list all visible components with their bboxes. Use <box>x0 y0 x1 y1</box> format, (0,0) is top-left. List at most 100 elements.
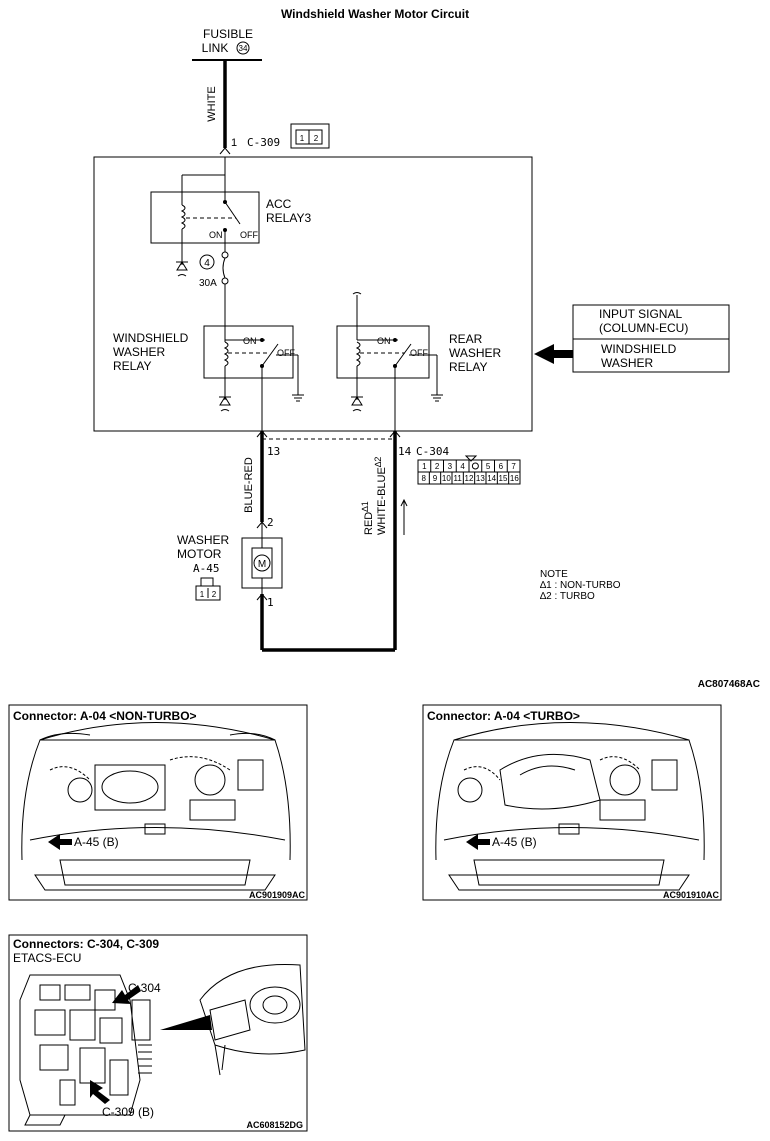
panel-etacs-c309: C-309 (B) <box>102 1105 154 1119</box>
input-signal-line-3: WINDSHIELD <box>601 342 677 356</box>
fuse-rating: 30A <box>199 278 217 289</box>
acc-relay-on: ON <box>209 230 223 240</box>
c304-cell: 10 <box>442 474 451 483</box>
ws-washer-relay-box <box>203 325 294 379</box>
c304-cell: 9 <box>433 474 438 483</box>
motor-icon <box>253 554 271 572</box>
c304-cell: 4 <box>460 462 465 471</box>
input-signal-line-1: INPUT SIGNAL <box>599 307 682 321</box>
c304-name: C-304 <box>416 445 449 458</box>
panel-turbo-code: AC901910AC <box>663 890 720 900</box>
a45-connector-icon <box>195 577 221 601</box>
c304-cell: 12 <box>465 474 474 483</box>
c304-arrow-icon <box>112 985 141 1004</box>
a45-arrow-icon-non-turbo <box>48 834 72 850</box>
input-signal-arrow-icon <box>534 344 573 364</box>
panel-etacs-subtitle: ETACS-ECU <box>13 951 81 965</box>
input-signal-line-2: (COLUMN-ECU) <box>599 321 688 335</box>
a45-arrow-icon-turbo <box>466 834 490 850</box>
c304-cell: 11 <box>454 474 463 483</box>
panel-etacs <box>8 934 308 1132</box>
fusible-link-number: 34 <box>239 44 248 53</box>
ws-relay-on: ON <box>243 336 257 346</box>
c304-pin-13: 13 <box>267 445 280 458</box>
acc-relay-box <box>150 191 260 244</box>
wire-blue-red-label: BLUE-RED <box>243 457 255 513</box>
fuse-number: 4 <box>204 258 210 269</box>
acc-relay-label-2: RELAY3 <box>266 211 311 225</box>
acc-relay-switch <box>224 201 241 225</box>
panel-non-turbo-label: A-45 (B) <box>74 835 119 849</box>
c304-cell: 7 <box>511 462 516 471</box>
acc-relay-off: OFF <box>240 230 258 240</box>
fusible-link-number-circle <box>236 41 250 55</box>
rear-relay-label-2: WASHER <box>449 346 502 360</box>
motor-pin-1: 1 <box>267 596 274 609</box>
svg-text:2: 2 <box>212 590 217 599</box>
note-line-2: ∆2 : TURBO <box>540 591 595 602</box>
c309-pin: 1 <box>231 137 237 149</box>
c304-cell: 1 <box>422 462 427 471</box>
c304-cell: 14 <box>487 474 496 483</box>
c304-cell: 3 <box>448 462 453 471</box>
panel-non-turbo-title: Connector: A-04 <NON-TURBO> <box>13 709 197 723</box>
c304-key-icon <box>471 462 479 470</box>
acc-relay-coil <box>180 204 186 230</box>
c304-cell: 2 <box>435 462 440 471</box>
c304-cell: 8 <box>421 474 426 483</box>
rear-relay-switch <box>394 343 412 367</box>
ws-relay-off: OFF <box>277 348 295 358</box>
svg-text:M: M <box>258 559 266 570</box>
acc-relay-label-1: ACC <box>266 197 292 211</box>
c304-cell: 5 <box>486 462 491 471</box>
input-signal-line-4: WASHER <box>601 356 654 370</box>
ws-relay-label-3: RELAY <box>113 359 151 373</box>
ws-relay-label-2: WASHER <box>113 345 166 359</box>
panel-etacs-title: Connectors: C-304, C-309 <box>13 937 159 951</box>
c309-pin-1: 1 <box>300 134 305 143</box>
note-line-1: ∆1 : NON-TURBO <box>540 580 621 591</box>
diagram-title: Windshield Washer Motor Circuit <box>281 7 469 21</box>
rear-relay-off: OFF <box>410 348 428 358</box>
wire-white-label: WHITE <box>206 86 218 121</box>
washer-motor-label-1: WASHER <box>177 533 230 547</box>
motor-pin-2: 2 <box>267 516 274 529</box>
c309-name: C-309 <box>247 136 280 149</box>
c304-cell: 15 <box>499 474 508 483</box>
ws-relay-label-1: WINDSHIELD <box>113 331 189 345</box>
wire-red-label: RED∆1 <box>360 501 375 535</box>
diagram-code: AC807468AC <box>698 679 760 690</box>
c309-connector-icon <box>290 123 330 149</box>
panel-turbo-title: Connector: A-04 <TURBO> <box>427 709 580 723</box>
ws-relay-coil <box>223 341 229 367</box>
etacs-ecu-illustration <box>19 963 306 1126</box>
c309-pin-mark <box>219 147 231 155</box>
zoom-pointer-icon <box>160 1015 212 1030</box>
c304-pin-14: 14 <box>398 445 412 458</box>
svg-text:1: 1 <box>200 590 205 599</box>
wire-white-blue-label: WHITE-BLUE∆2 <box>373 457 388 535</box>
etacs-ecu-box <box>93 156 533 432</box>
fuse-number-circle <box>199 254 215 270</box>
ws-relay-switch <box>261 343 279 367</box>
rear-relay-label-1: REAR <box>449 332 483 346</box>
rear-relay-on: ON <box>377 336 391 346</box>
fusible-link-label-1: FUSIBLE <box>203 27 253 41</box>
panel-turbo <box>422 704 722 901</box>
acc-relay-diode <box>176 261 188 271</box>
engine-bay-illustration-non-turbo <box>21 722 291 891</box>
panel-etacs-code: AC608152DG <box>246 1120 303 1130</box>
washer-motor-label-2: MOTOR <box>177 547 222 561</box>
rear-relay-label-3: RELAY <box>449 360 487 374</box>
fuse-symbol <box>222 257 226 279</box>
panel-non-turbo <box>8 704 308 901</box>
panel-turbo-label: A-45 (B) <box>492 835 537 849</box>
fusible-link-label-2: LINK <box>202 41 229 55</box>
rear-washer-relay-box <box>336 325 430 379</box>
c304-cell: 6 <box>499 462 504 471</box>
washer-motor-connector: A-45 <box>193 562 220 575</box>
c304-cell: 16 <box>510 474 519 483</box>
panel-non-turbo-code: AC901909AC <box>249 890 306 900</box>
rear-relay-coil <box>355 341 361 367</box>
c309-arrow-icon <box>90 1080 110 1104</box>
